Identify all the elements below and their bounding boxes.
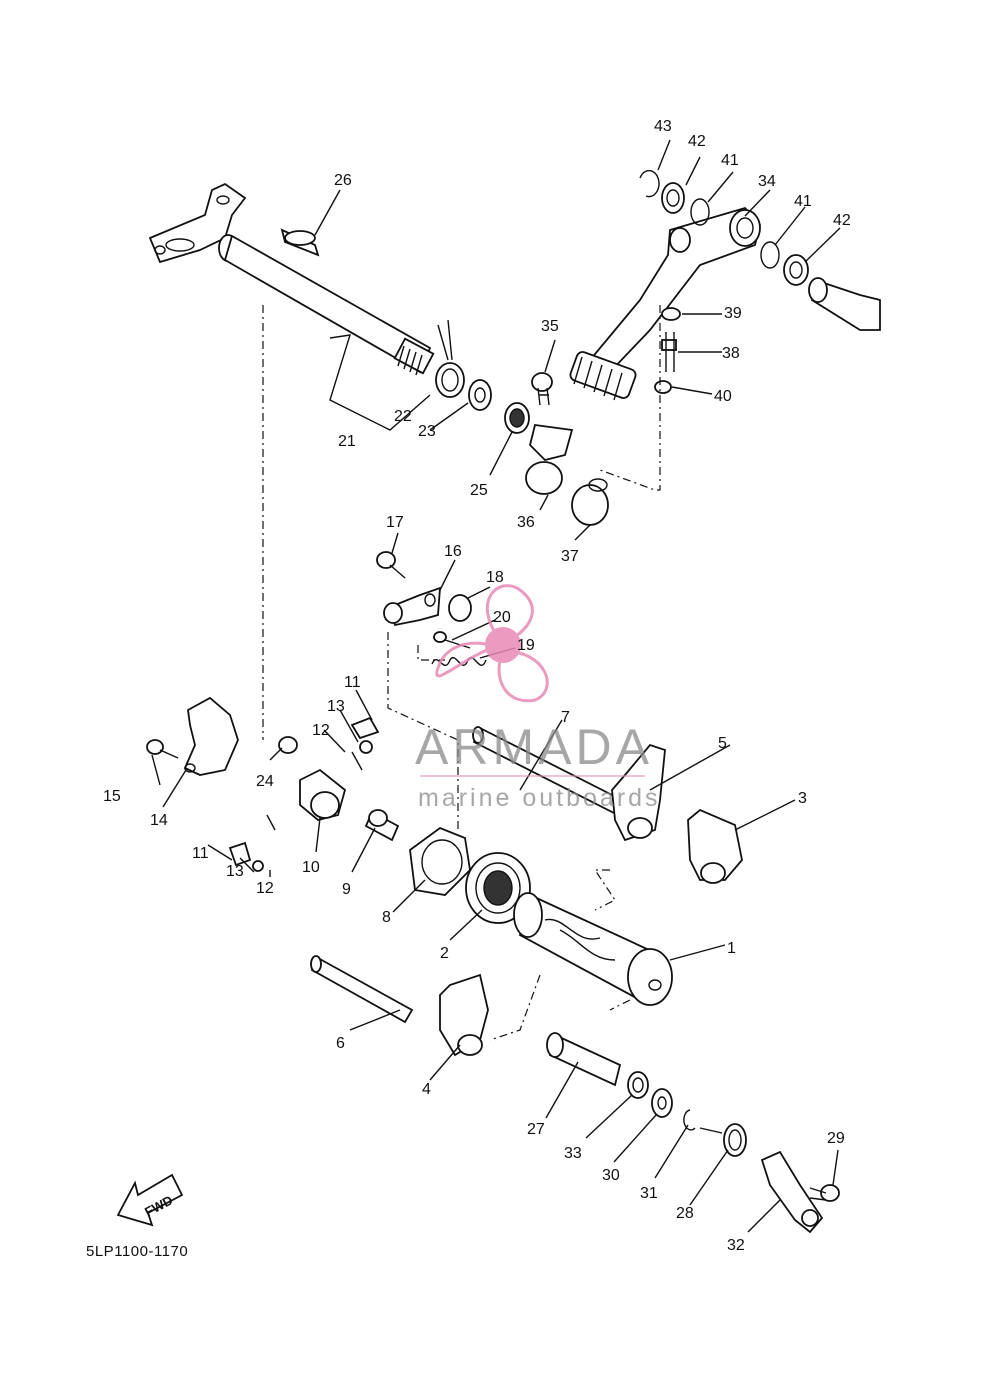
callout-20: 20 [493,609,511,626]
shaft-spring [435,319,465,398]
shift-guide-parts [546,1032,696,1131]
shift-drum [513,892,673,1006]
callout-14: 14 [150,812,168,829]
joint-bolt-nuts [654,307,681,394]
callout-31: 31 [640,1185,658,1202]
callout-6: 6 [336,1035,345,1052]
center-lines [262,305,661,1041]
callout-28: 28 [676,1205,694,1222]
pedal-rings [639,169,809,286]
callout-1: 1 [727,940,736,957]
callout-18: 18 [486,569,504,586]
propeller-logo [435,584,549,703]
fork-shaft-6 [310,955,414,1024]
callout-17: 17 [386,514,404,531]
pedal-shaft [808,277,881,331]
callout-5: 5 [718,735,727,752]
washer-23 [468,379,492,411]
callout-35: 35 [541,318,559,335]
callout-21: 21 [338,433,356,450]
callout-42a: 42 [688,133,706,150]
callout-32: 32 [727,1237,745,1254]
callout-41a: 41 [721,152,739,169]
leader-lines [151,139,841,1233]
shift-shaft [148,182,435,376]
callout-41b: 41 [794,193,812,210]
stopper-segment [146,696,400,872]
callout-12b: 12 [256,880,274,897]
shift-fork-3 [687,808,743,884]
callout-7: 7 [561,709,570,726]
callout-16: 16 [444,543,462,560]
callout-19: 19 [517,637,535,654]
callout-27: 27 [527,1121,545,1138]
callout-9: 9 [342,881,351,898]
stopper-lever [376,551,487,667]
callout-25: 25 [470,482,488,499]
fwd-arrow-icon: FWD [116,1173,184,1227]
shift-cam [409,826,471,896]
shift-fork-5 [611,743,666,842]
shift-fork-4 [439,973,489,1057]
callout-34: 34 [758,173,776,190]
callout-33: 33 [564,1145,582,1162]
callout-labels: 1 2 3 4 5 6 7 8 9 10 11 11 12 12 13 13 1… [103,118,851,1254]
watermark-brand: ARMADA [415,719,653,775]
callout-43: 43 [654,118,672,135]
watermark-tagline: marine outboards [418,784,661,812]
callout-26: 26 [334,172,352,189]
callout-23: 23 [418,423,436,440]
callout-3: 3 [798,790,807,807]
callout-36: 36 [517,514,535,531]
bearing [465,852,531,924]
callout-29: 29 [827,1130,845,1147]
callout-40: 40 [714,388,732,405]
callout-39: 39 [724,305,742,322]
callout-11b: 11 [192,845,209,862]
callout-2: 2 [440,945,449,962]
callout-38: 38 [722,345,740,362]
callout-42b: 42 [833,212,851,229]
callout-11a: 11 [344,674,361,691]
part-code: 5LP1100-1170 [86,1243,188,1260]
armada-watermark: ARMADA marine outboards [415,584,661,812]
bolt-35 [531,372,553,406]
callout-10: 10 [302,859,320,876]
callout-4: 4 [422,1081,431,1098]
lever-assembly [699,1123,840,1234]
shift-pedal [569,206,761,401]
callout-37: 37 [561,548,579,565]
callout-22: 22 [394,408,412,425]
callout-13b: 13 [226,863,244,880]
callout-30: 30 [602,1167,620,1184]
callout-12a: 12 [312,722,330,739]
callout-13a: 13 [327,698,345,715]
oil-seal-25 [504,402,530,434]
callout-8: 8 [382,909,391,926]
shift-joints [525,424,609,526]
callout-24: 24 [256,773,274,790]
callout-15: 15 [103,788,121,805]
